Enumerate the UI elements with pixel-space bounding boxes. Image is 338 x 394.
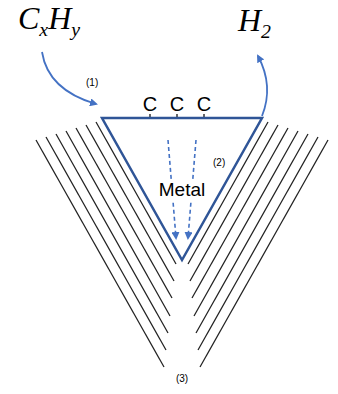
node-label: Metal [156, 180, 208, 201]
formula-part: H [238, 2, 261, 38]
callout-number: (2) [213, 158, 225, 168]
metal-particle: Metal [102, 118, 262, 260]
callout-number: (3) [176, 374, 188, 384]
carbon-atom: C [170, 94, 184, 114]
formula-part: x [39, 18, 48, 40]
formula-part: C [18, 0, 39, 36]
formula-part: 2 [261, 20, 271, 42]
formula-part: y [71, 18, 80, 40]
carbon-atom: C [197, 94, 211, 114]
nanotube-walls [36, 122, 328, 367]
carbon-atom: C [143, 94, 157, 114]
chemical-formula: H2 [238, 4, 271, 36]
formula-part: H [48, 0, 71, 36]
callout-number: (1) [86, 78, 98, 88]
chemical-formula: CxHy [18, 2, 80, 34]
release-arrow [258, 56, 267, 116]
